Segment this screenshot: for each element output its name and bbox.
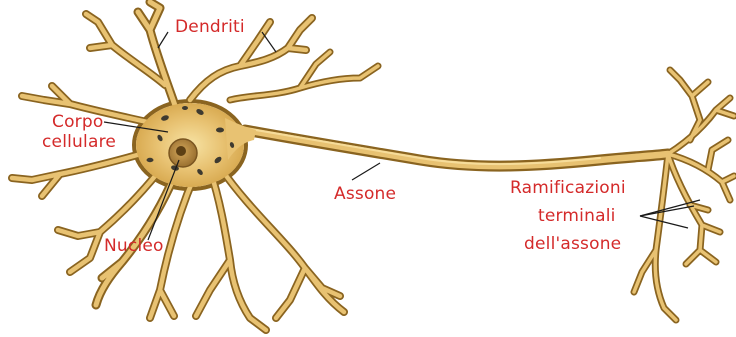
nucleolus (176, 146, 186, 156)
label-cell-body-line1: Corpo (52, 112, 103, 132)
pointer-dendrites-left (158, 32, 168, 48)
pointer-terminals-a (640, 206, 694, 216)
label-terminals-line1: Ramificazioni (510, 178, 626, 198)
label-nucleus: Nucleo (104, 236, 164, 256)
label-terminals-line2: terminali (538, 206, 616, 226)
pointer-dendrites-right (262, 32, 276, 52)
label-cell-body-line2: cellulare (42, 132, 116, 152)
label-dendrites: Dendriti (175, 17, 245, 37)
pointer-axon (352, 163, 380, 180)
pointer-terminals-c (640, 216, 688, 228)
neuron-fill-layer (12, 2, 734, 330)
axon-highlight (250, 129, 600, 164)
label-terminals-line3: dell'assone (524, 234, 621, 254)
label-axon: Assone (334, 184, 396, 204)
